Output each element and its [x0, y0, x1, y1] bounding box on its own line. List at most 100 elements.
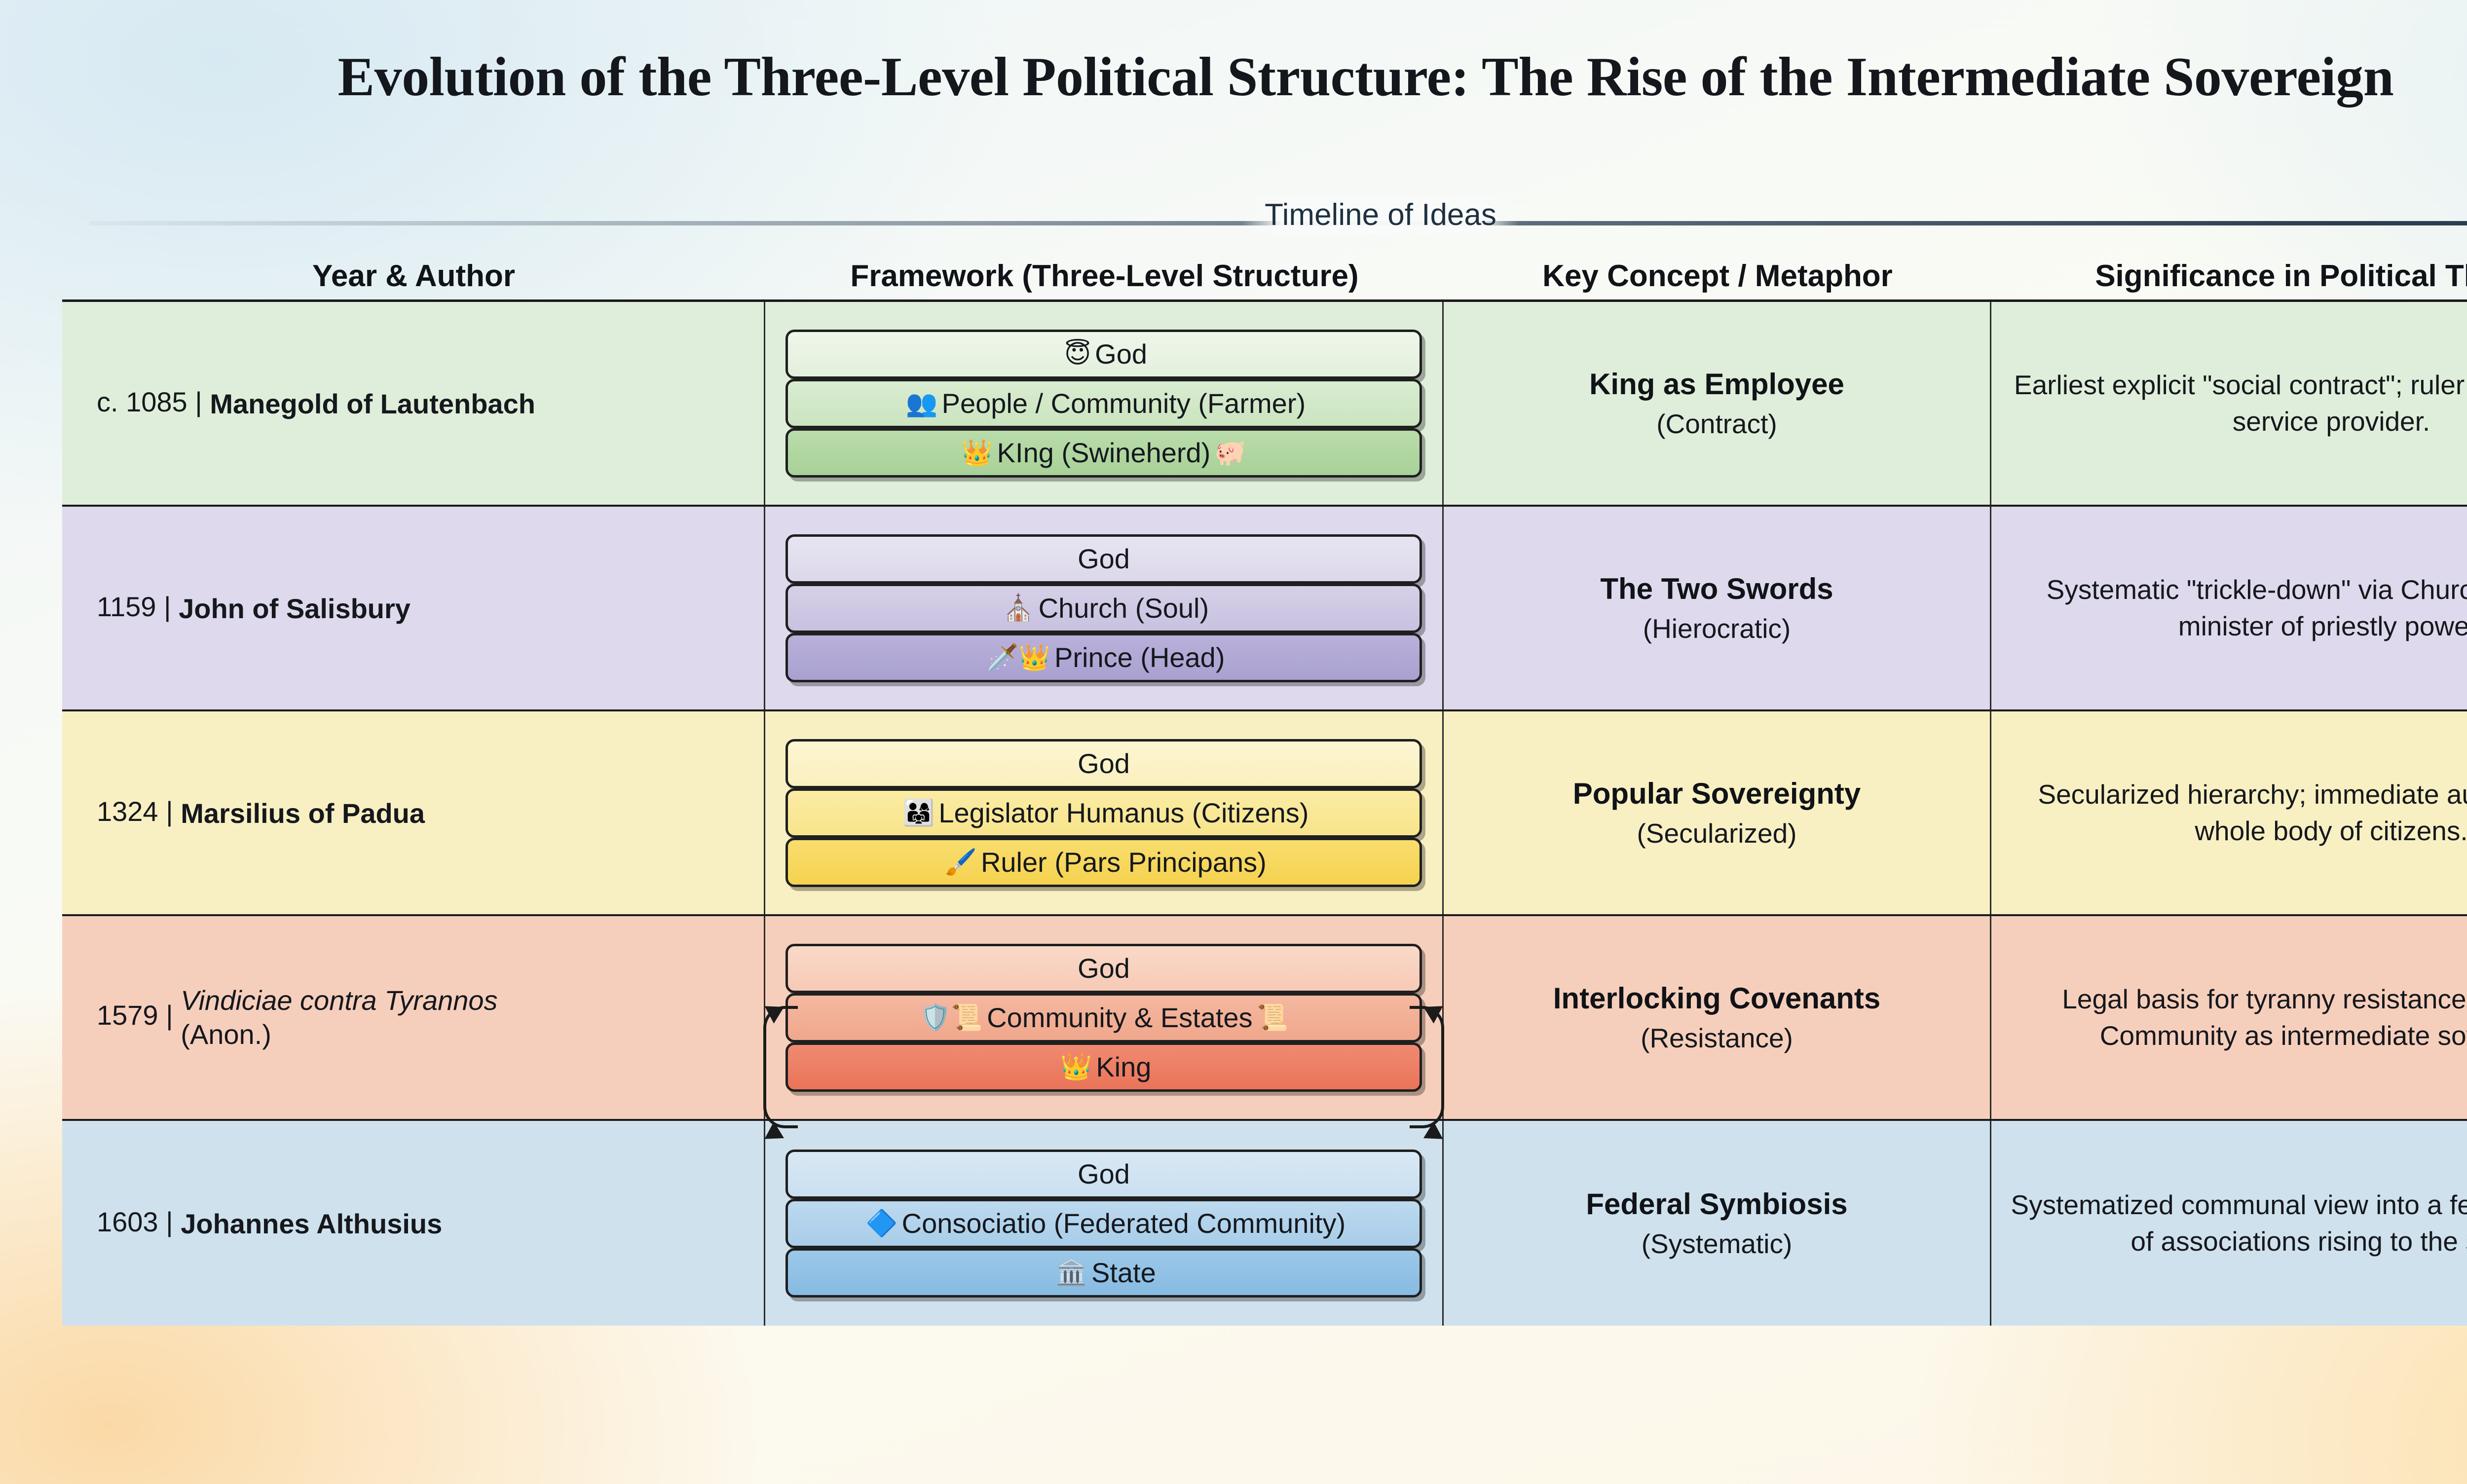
key-concept-main: Federal Symbiosis [1586, 1187, 1848, 1221]
key-concept-text: Federal Symbiosis (Systematic) [1586, 1185, 1847, 1262]
level-label: Ruler (Pars Principans) [980, 847, 1267, 878]
framework-stack: God⛪Church (Soul)🗡️👑Prince (Head) [780, 534, 1427, 682]
key-concept-sub: (Resistance) [1641, 1022, 1793, 1053]
framework-level-box: God [785, 1149, 1422, 1199]
comparison-table: Year & Author Framework (Three-Level Str… [62, 257, 2467, 1326]
author-sublabel: (Anon.) [181, 1018, 271, 1050]
cell-framework: God👨‍👩‍👧Legislator Humanus (Citizens)🖌️R… [765, 711, 1444, 914]
significance-text: Secularized hierarchy; immediate authori… [2038, 779, 2467, 846]
author-label: Johannes Althusius [181, 1208, 443, 1240]
cell-year-author: 1579 | Vindiciae contra Tyrannos(Anon.) [62, 916, 765, 1119]
key-concept-main: Interlocking Covenants [1553, 981, 1881, 1015]
level-leading-icon: ⛪ [1002, 594, 1035, 623]
level-leading-icon: 🏛️ [1055, 1258, 1087, 1287]
cell-framework: God🔷Consociatio (Federated Community)🏛️S… [765, 1121, 1444, 1326]
level-label: God [1078, 748, 1130, 779]
key-concept-main: The Two Swords [1600, 572, 1833, 605]
table-row: c. 1085 | Manegold of Lautenbach 😇God👥Peo… [62, 302, 2467, 507]
level-label: Legislator Humanus (Citizens) [938, 797, 1309, 828]
cell-year-author: c. 1085 | Manegold of Lautenbach [62, 302, 765, 505]
cell-significance: Systematic "trickle-down" via Church; Pr… [1991, 507, 2467, 709]
key-concept-sub: (Hierocratic) [1643, 613, 1791, 644]
level-label: God [1078, 953, 1130, 984]
framework-stack: God🔷Consociatio (Federated Community)🏛️S… [780, 1149, 1427, 1298]
cell-framework: God⛪Church (Soul)🗡️👑Prince (Head) [765, 507, 1444, 709]
level-leading-icon: 🔷 [865, 1209, 898, 1238]
framework-level-box: God [785, 534, 1422, 584]
level-leading-icon: 🖌️ [945, 848, 977, 877]
framework-level-box: 🖌️Ruler (Pars Principans) [785, 837, 1422, 887]
level-label: Church (Soul) [1038, 593, 1209, 624]
level-trailing-icon: 🐖 [1214, 438, 1247, 467]
year-label: 1579 | [97, 1000, 181, 1031]
framework-level-box: 🛡️📜Community & Estates📜 [785, 993, 1422, 1042]
cell-year-author: 1324 | Marsilius of Padua [62, 711, 765, 914]
level-label: KIng (Swineherd) [997, 437, 1211, 468]
column-header-framework: Framework (Three-Level Structure) [850, 259, 1359, 293]
framework-level-box: ⛪Church (Soul) [785, 583, 1422, 633]
key-concept-text: The Two Swords (Hierocratic) [1600, 570, 1833, 647]
level-label: Community & Estates [987, 1002, 1253, 1033]
cell-significance: Earliest explicit "social contract"; rul… [1991, 302, 2467, 505]
framework-stack: 😇God👥People / Community (Farmer)👑KIng (S… [780, 329, 1427, 478]
cell-key-concept: Interlocking Covenants (Resistance) [1444, 916, 1991, 1119]
year-label: 1159 | [97, 591, 179, 623]
significance-text: Systematic "trickle-down" via Church; Pr… [2046, 574, 2467, 641]
framework-level-box: God [785, 739, 1422, 788]
level-trailing-icon: 📜 [1256, 1003, 1289, 1032]
year-label: c. 1085 | [97, 386, 210, 418]
framework-level-box: 🗡️👑Prince (Head) [785, 632, 1422, 682]
key-concept-main: Popular Sovereignty [1572, 777, 1861, 810]
cell-framework: 😇God👥People / Community (Farmer)👑KIng (S… [765, 302, 1444, 505]
author-label: Manegold of Lautenbach [210, 388, 535, 420]
level-label: God [1078, 1158, 1130, 1189]
timeline-arrow: Timeline of Ideas [89, 195, 2467, 255]
level-label: King [1096, 1051, 1152, 1082]
cell-year-author: 1603 | Johannes Althusius [62, 1121, 765, 1326]
table-header-row: Year & Author Framework (Three-Level Str… [62, 257, 2467, 302]
level-leading-icon: 😇 [1064, 339, 1091, 369]
framework-level-box: 👥People / Community (Farmer) [785, 378, 1422, 428]
framework-level-box: 👑KIng (Swineherd)🐖 [785, 428, 1422, 478]
timeline-label: Timeline of Ideas [1242, 195, 1519, 234]
table-row: 1159 | John of Salisbury God ⛪Church (Soul… [62, 507, 2467, 711]
column-header-significance: Significance in Political Thought [2095, 259, 2467, 293]
level-label: Prince (Head) [1054, 642, 1225, 673]
bidirectional-covenant-arrow [1410, 1005, 1444, 1128]
bidirectional-covenant-arrow [763, 1005, 798, 1128]
cell-key-concept: Popular Sovereignty (Secularized) [1444, 711, 1991, 914]
level-leading-icon: 👨‍👩‍👧 [902, 798, 935, 827]
cell-year-author: 1159 | John of Salisbury [62, 507, 765, 709]
table-body: c. 1085 | Manegold of Lautenbach😇God👥Peo… [62, 302, 2467, 1326]
year-author-text: c. 1085 | Manegold of Lautenbach [77, 385, 749, 421]
significance-text: Earliest explicit "social contract"; rul… [2014, 370, 2467, 437]
level-label: State [1091, 1257, 1156, 1288]
level-leading-icon: 🗡️👑 [986, 643, 1051, 672]
framework-level-box: 👨‍👩‍👧Legislator Humanus (Citizens) [785, 788, 1422, 838]
cell-significance: Systematized communal view into a federa… [1991, 1121, 2467, 1326]
year-author-text: 1603 | Johannes Althusius [77, 1205, 749, 1241]
key-concept-sub: (Systematic) [1641, 1228, 1793, 1259]
key-concept-sub: (Secularized) [1637, 817, 1797, 849]
framework-stack: God🛡️📜Community & Estates📜👑King [763, 943, 1444, 1147]
level-label: God [1078, 543, 1130, 574]
table-row: 1579 | Vindiciae contra Tyrannos(Anon.) G… [62, 916, 2467, 1147]
author-label: Marsilius of Padua [181, 798, 425, 829]
column-header-year-author: Year & Author [312, 259, 516, 293]
table-row: 1324 | Marsilius of Padua God 👨‍👩‍👧Legisla… [62, 711, 2467, 916]
framework-level-box: 😇God [785, 329, 1422, 379]
year-label: 1603 | [97, 1206, 181, 1238]
framework-level-box: God [785, 943, 1422, 993]
cell-significance: Secularized hierarchy; immediate authori… [1991, 711, 2467, 914]
page-title: Evolution of the Three-Level Political S… [337, 46, 2394, 108]
year-author-text: 1159 | John of Salisbury [77, 590, 749, 626]
cell-key-concept: King as Employee(Contract) [1444, 302, 1991, 505]
cell-key-concept: The Two Swords (Hierocratic) [1444, 507, 1991, 709]
cell-key-concept: Federal Symbiosis (Systematic) [1444, 1121, 1991, 1326]
author-label: Vindiciae contra Tyrannos [181, 985, 498, 1016]
level-label: People / Community (Farmer) [941, 388, 1306, 419]
cell-significance: Legal basis for tyranny resistance; ceme… [1991, 916, 2467, 1119]
year-author-text: 1324 | Marsilius of Padua [77, 795, 749, 830]
year-label: 1324 | [97, 796, 181, 827]
